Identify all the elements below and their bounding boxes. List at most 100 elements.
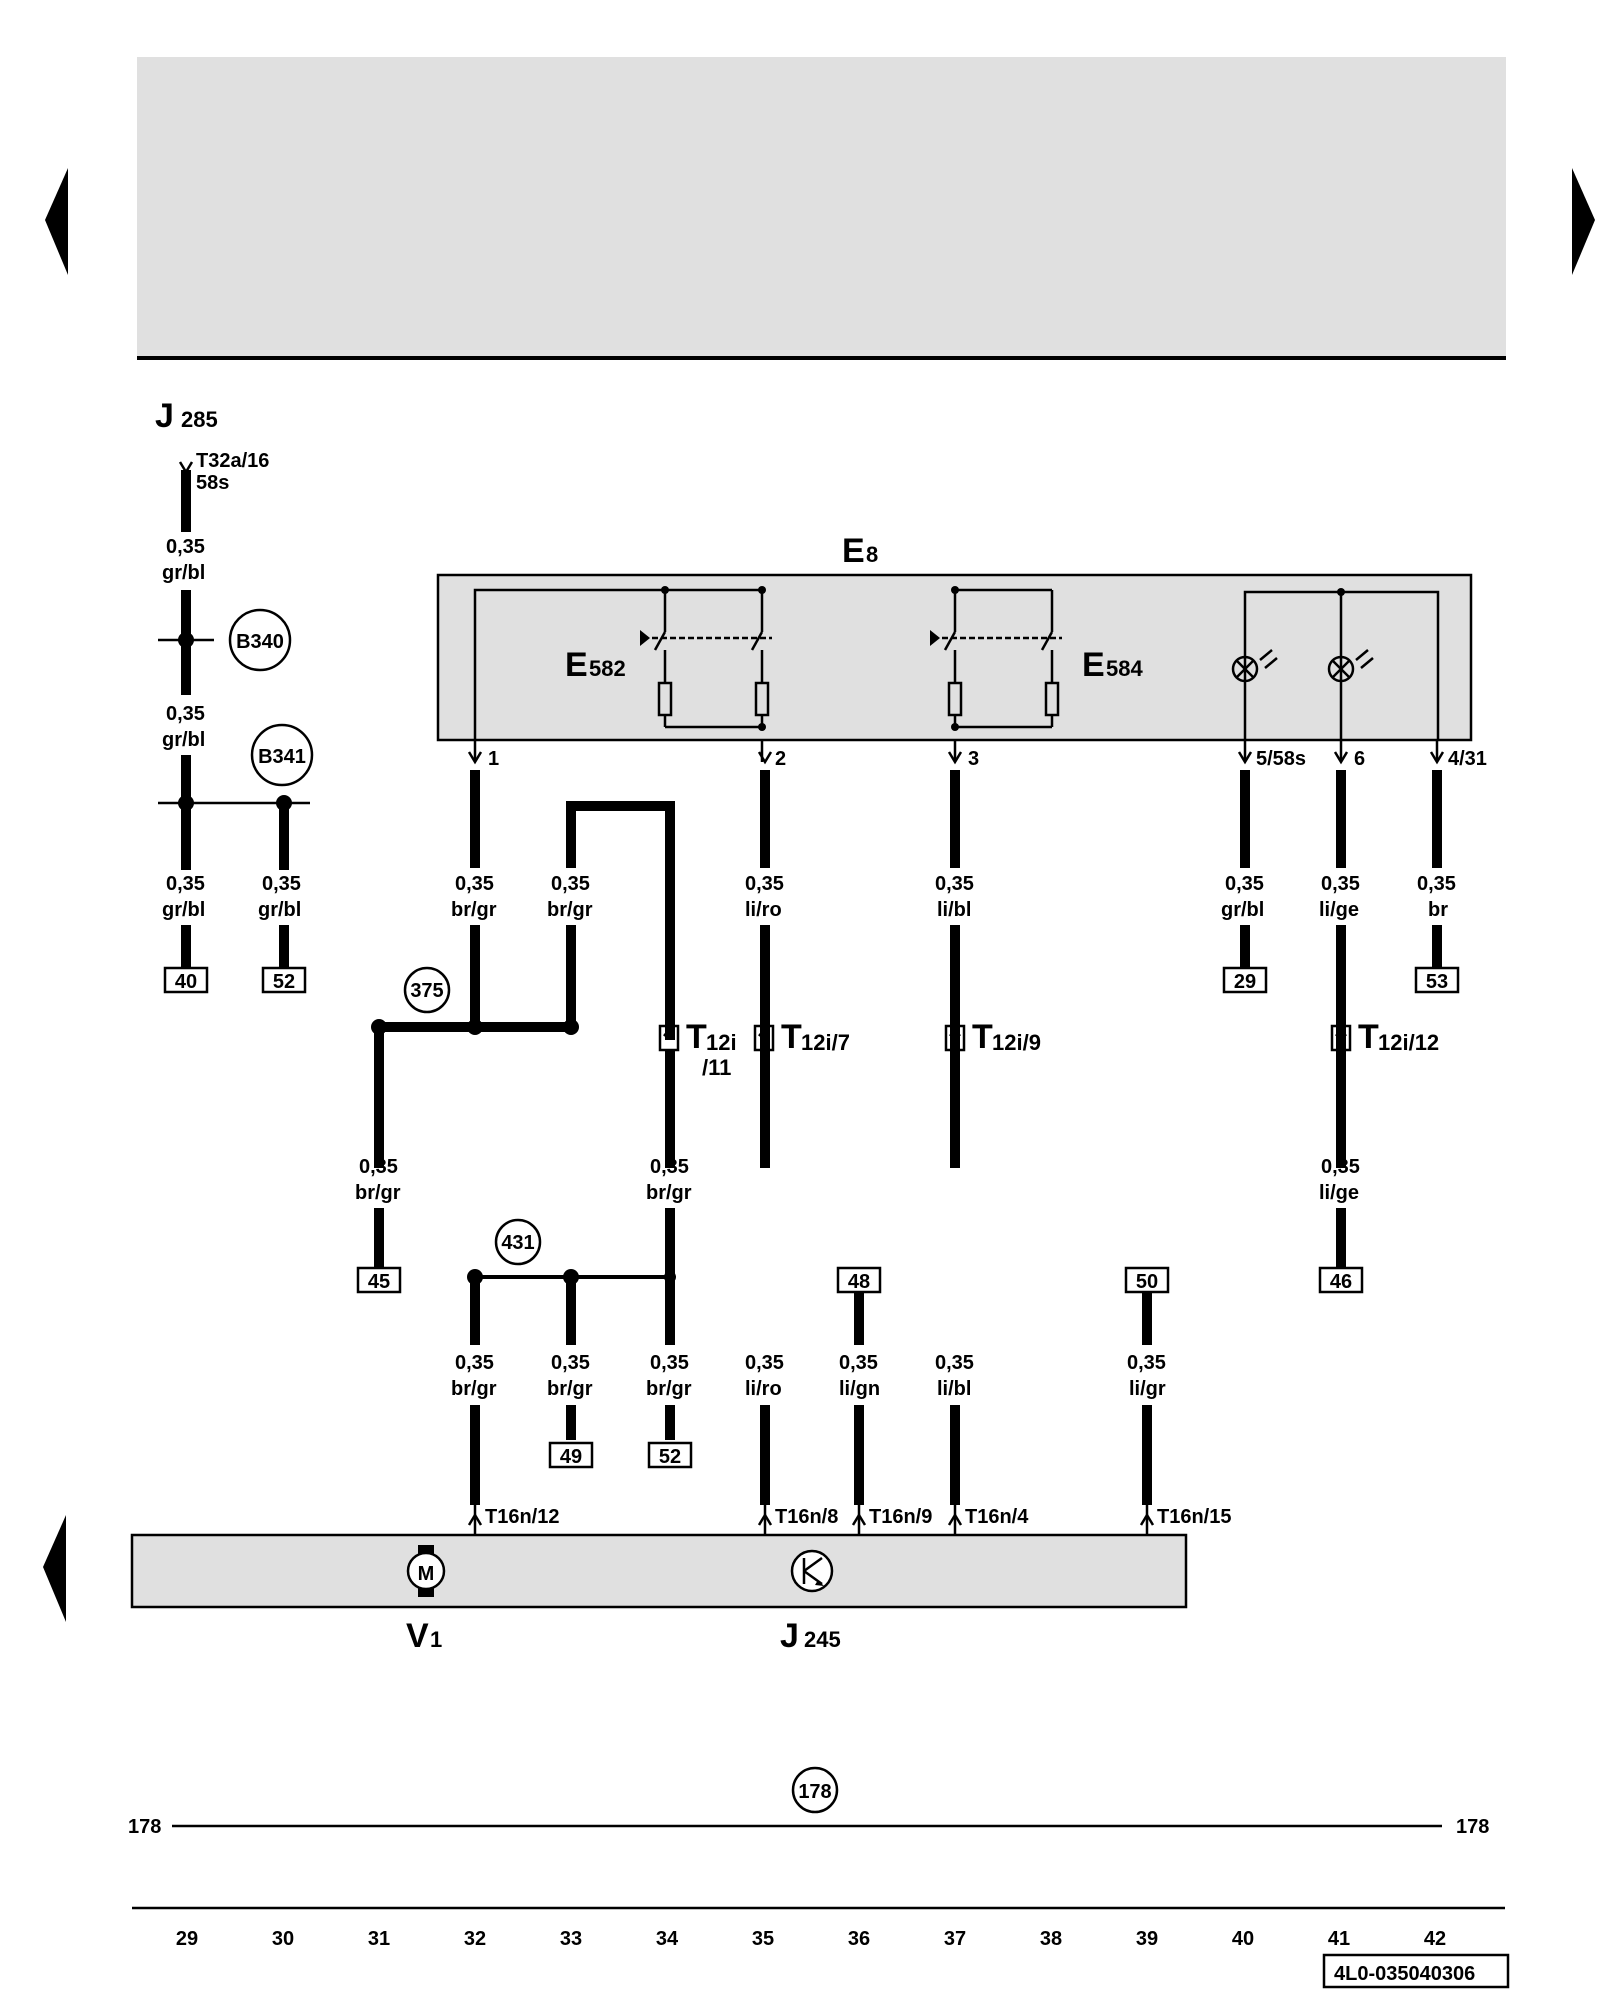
- wire-label-size: 0,35: [166, 873, 205, 895]
- e8-pin-label: 2: [775, 748, 786, 770]
- splice-label: 178: [798, 1781, 831, 1803]
- wire-label-color: gr/bl: [258, 899, 301, 921]
- ref-box[interactable]: [548, 1441, 594, 1469]
- nav-arrow-left-top-icon[interactable]: [45, 168, 68, 275]
- wire-label-size: 0,35: [1321, 873, 1360, 895]
- connector-pin: /11: [702, 1055, 731, 1080]
- wire-label-size: 0,35: [650, 1156, 689, 1178]
- wire-label-color: li/bl: [937, 899, 971, 921]
- v1-letter: V: [406, 1617, 429, 1655]
- e8-number: 8: [866, 542, 878, 567]
- column-number: 39: [1136, 1928, 1158, 1950]
- wire-label-size: 0,35: [1225, 873, 1264, 895]
- wire-label-size: 0,35: [166, 536, 205, 558]
- e8-pin-label: 4/31: [1448, 748, 1487, 770]
- column-number: 33: [560, 1928, 582, 1950]
- bottom-pin-label: T16n/9: [869, 1506, 932, 1528]
- column-number: 40: [1232, 1928, 1254, 1950]
- ref-label: 46: [1330, 1271, 1352, 1293]
- ref-label: 53: [1426, 971, 1448, 993]
- splice-b341: [250, 723, 314, 787]
- motor-icon: M: [406, 1545, 446, 1597]
- ref-box[interactable]: [1414, 966, 1460, 994]
- wire-label-color: li/ro: [745, 1378, 782, 1400]
- wire-label-color: gr/bl: [162, 562, 205, 584]
- wire-label-size: 0,35: [935, 873, 974, 895]
- e584-switch-icon: [930, 620, 1062, 731]
- control-unit-icon: [790, 1549, 834, 1593]
- e582-number: 582: [589, 656, 626, 681]
- connector-letter: T: [686, 1018, 707, 1056]
- ref-box[interactable]: [1318, 1266, 1364, 1294]
- e8-pin-label: 5/58s: [1256, 748, 1306, 770]
- wire-label-color: br/gr: [547, 899, 593, 921]
- connector-number: 12i/7: [801, 1030, 850, 1055]
- j245-box: [130, 1533, 1188, 1609]
- wire-label-size: 0,35: [455, 873, 494, 895]
- e582-letter: E: [565, 646, 588, 684]
- e8-pin-label: 1: [488, 748, 499, 770]
- column-number: 36: [848, 1928, 870, 1950]
- ref-label: 29: [1234, 971, 1256, 993]
- e584-letter: E: [1082, 646, 1105, 684]
- column-number: 41: [1328, 1928, 1350, 1950]
- connector-number: 12i: [706, 1030, 737, 1055]
- lamp-icon: [1327, 649, 1374, 683]
- wire-label-size: 0,35: [839, 1352, 878, 1374]
- splice-label: B340: [236, 631, 284, 653]
- ref-box[interactable]: [261, 966, 307, 994]
- wire-label-color: br/gr: [355, 1182, 401, 1204]
- e8-pin-label: 3: [968, 748, 979, 770]
- bottom-pin-label: T16n/15: [1157, 1506, 1231, 1528]
- ground-line-right-label: 178: [1456, 1816, 1489, 1838]
- splice-label: 431: [501, 1232, 534, 1254]
- column-number: 42: [1424, 1928, 1446, 1950]
- ref-box[interactable]: [647, 1441, 693, 1469]
- connector-letter: T: [781, 1018, 802, 1056]
- j285-letter: J: [155, 397, 174, 435]
- column-number: 31: [368, 1928, 390, 1950]
- j285-pin: T32a/16: [196, 450, 269, 472]
- motor-symbol: M: [418, 1563, 435, 1585]
- wire-label-size: 0,35: [745, 1352, 784, 1374]
- j285-signal: 58s: [196, 472, 229, 494]
- wire-loop: [566, 801, 675, 1040]
- splice-431: [494, 1218, 542, 1266]
- ref-label: 52: [273, 971, 295, 993]
- splice-label: 375: [410, 980, 443, 1002]
- wire-label-size: 0,35: [650, 1352, 689, 1374]
- connector-letter: T: [1358, 1018, 1379, 1056]
- lamp-icon: [1231, 649, 1278, 683]
- e582-switch-icon: [640, 620, 772, 731]
- nav-arrow-left-bottom-icon[interactable]: [43, 1515, 66, 1622]
- wire-label-size: 0,35: [935, 1352, 974, 1374]
- wire-label-color: li/ge: [1319, 899, 1359, 921]
- ref-label: 48: [848, 1271, 870, 1293]
- column-number: 32: [464, 1928, 486, 1950]
- splice-178: [791, 1766, 839, 1814]
- wire-label-size: 0,35: [166, 703, 205, 725]
- ground-line-left-label: 178: [128, 1816, 161, 1838]
- wire-label-color: br/gr: [451, 1378, 497, 1400]
- wire-label-color: br/gr: [646, 1182, 692, 1204]
- column-number: 30: [272, 1928, 294, 1950]
- ref-label: 50: [1136, 1271, 1158, 1293]
- bottom-pin-label: T16n/4: [965, 1506, 1029, 1528]
- splice-b340: [228, 608, 292, 672]
- column-number: 35: [752, 1928, 774, 1950]
- wire-label-color: br: [1428, 899, 1448, 921]
- v1-number: 1: [430, 1627, 442, 1652]
- ref-label: 49: [560, 1446, 582, 1468]
- j245-letter: J: [780, 1617, 799, 1655]
- wire-label-color: li/bl: [937, 1378, 971, 1400]
- ref-box[interactable]: [356, 1266, 402, 1294]
- nav-arrow-right-top-icon[interactable]: [1572, 168, 1595, 275]
- wire-label-size: 0,35: [551, 1352, 590, 1374]
- ref-box[interactable]: [1222, 966, 1268, 994]
- splice-label: B341: [258, 746, 306, 768]
- ref-box[interactable]: [163, 966, 209, 994]
- e8-pin-label: 6: [1354, 748, 1365, 770]
- wire-label-size: 0,35: [1417, 873, 1456, 895]
- bottom-pin-label: T16n/8: [775, 1506, 838, 1528]
